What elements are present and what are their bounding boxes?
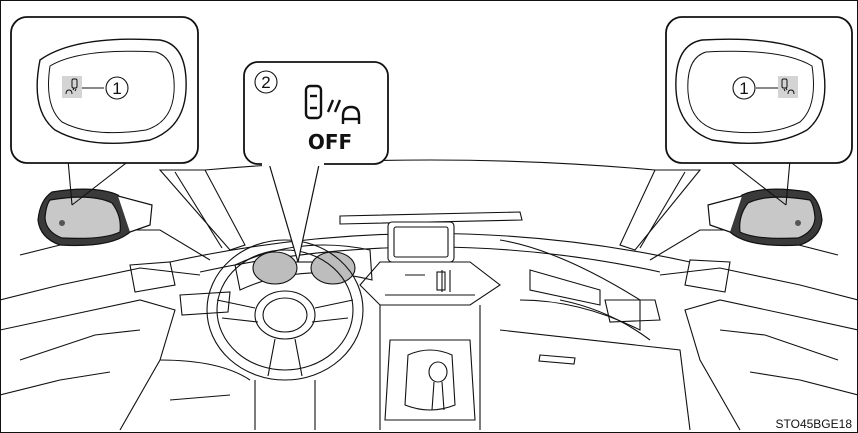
- right-mirror-scene: [708, 189, 822, 245]
- switch-off-label: OFF: [308, 130, 352, 154]
- right-callout-number: 1: [739, 79, 748, 98]
- switch-callout-number: 2: [261, 73, 270, 92]
- left-callout-number: 1: [112, 79, 121, 98]
- center-display: [388, 222, 454, 262]
- left-mirror-indicator-small: [59, 220, 65, 226]
- right-a-pillar: [620, 170, 700, 250]
- left-mirror-scene: [38, 189, 152, 245]
- right-mirror-bsm-indicator-icon: [778, 76, 798, 98]
- gear-knob: [429, 362, 447, 382]
- right-mirror-indicator-small: [795, 220, 801, 226]
- figure-code: STO45BGE18: [776, 417, 853, 431]
- gauge-left: [253, 252, 297, 284]
- switch-callout: 2 OFF: [244, 62, 388, 262]
- left-mirror-callout: 1: [11, 17, 198, 205]
